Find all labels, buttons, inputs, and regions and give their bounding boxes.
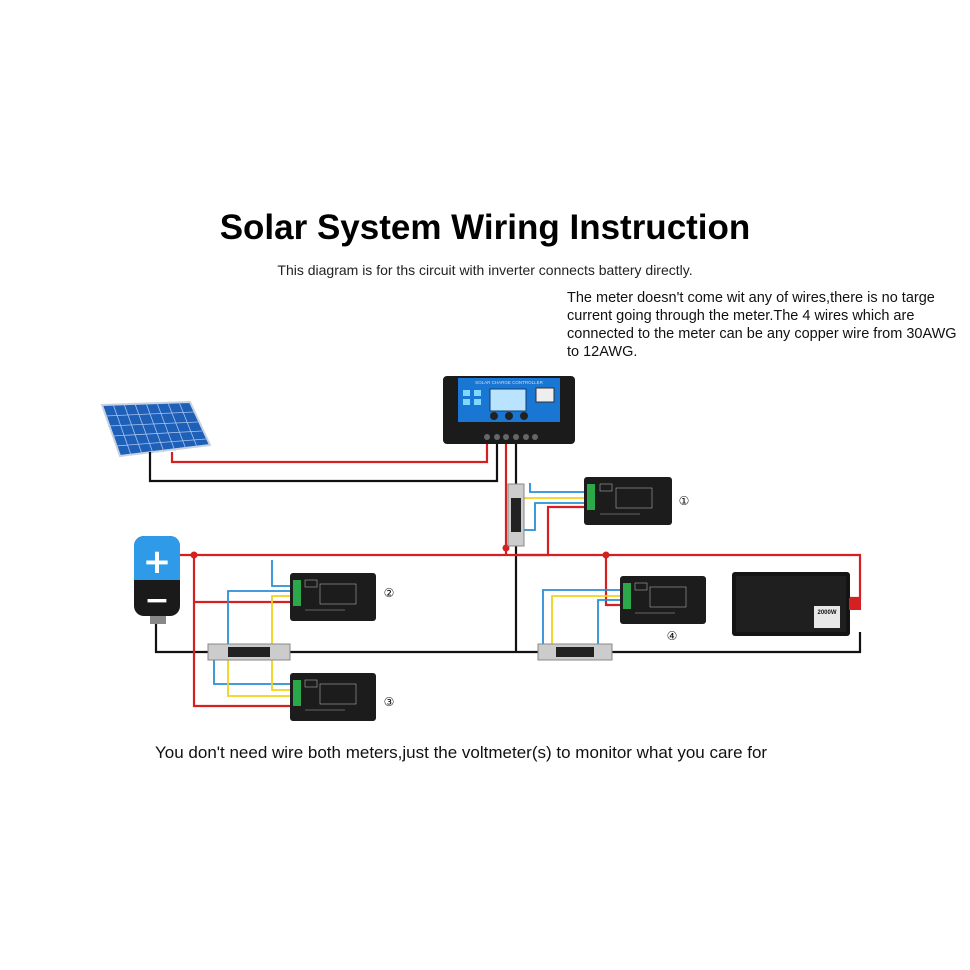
meter-4-number: ④ <box>667 629 678 643</box>
meter-4: ④ <box>620 576 706 643</box>
shunt-left <box>207 643 291 661</box>
meter-1-number: ① <box>679 494 690 508</box>
charge-controller: SOLAR CHARGE CONTROLLER <box>443 376 575 444</box>
controller-label: SOLAR CHARGE CONTROLLER <box>475 380 544 385</box>
signal-wires <box>213 483 622 697</box>
meter-2-number: ② <box>384 586 395 600</box>
meter-1: ① <box>584 477 689 525</box>
negative-wires <box>148 443 862 654</box>
meter-2: ② <box>290 573 394 621</box>
meter-wiring-note: The meter doesn't come wit any of wires,… <box>567 290 957 360</box>
page-title: Solar System Wiring Instruction <box>219 208 751 247</box>
junction-dots <box>190 544 610 559</box>
shunt-right <box>537 643 613 661</box>
battery-minus-label: − <box>144 583 169 618</box>
shunt-upper <box>507 483 525 547</box>
meter-3: ③ <box>290 673 394 721</box>
meter-3-number: ③ <box>384 695 395 709</box>
inverter: 2000W <box>732 572 861 636</box>
battery: + − <box>134 536 180 624</box>
battery-plus-label: + <box>143 542 172 582</box>
page-subtitle: This diagram is for ths circuit with inv… <box>277 262 693 278</box>
inverter-label: 2000W <box>817 610 836 616</box>
solar-panel <box>100 400 212 458</box>
footer-note: You don't need wire both meters,just the… <box>155 743 768 762</box>
